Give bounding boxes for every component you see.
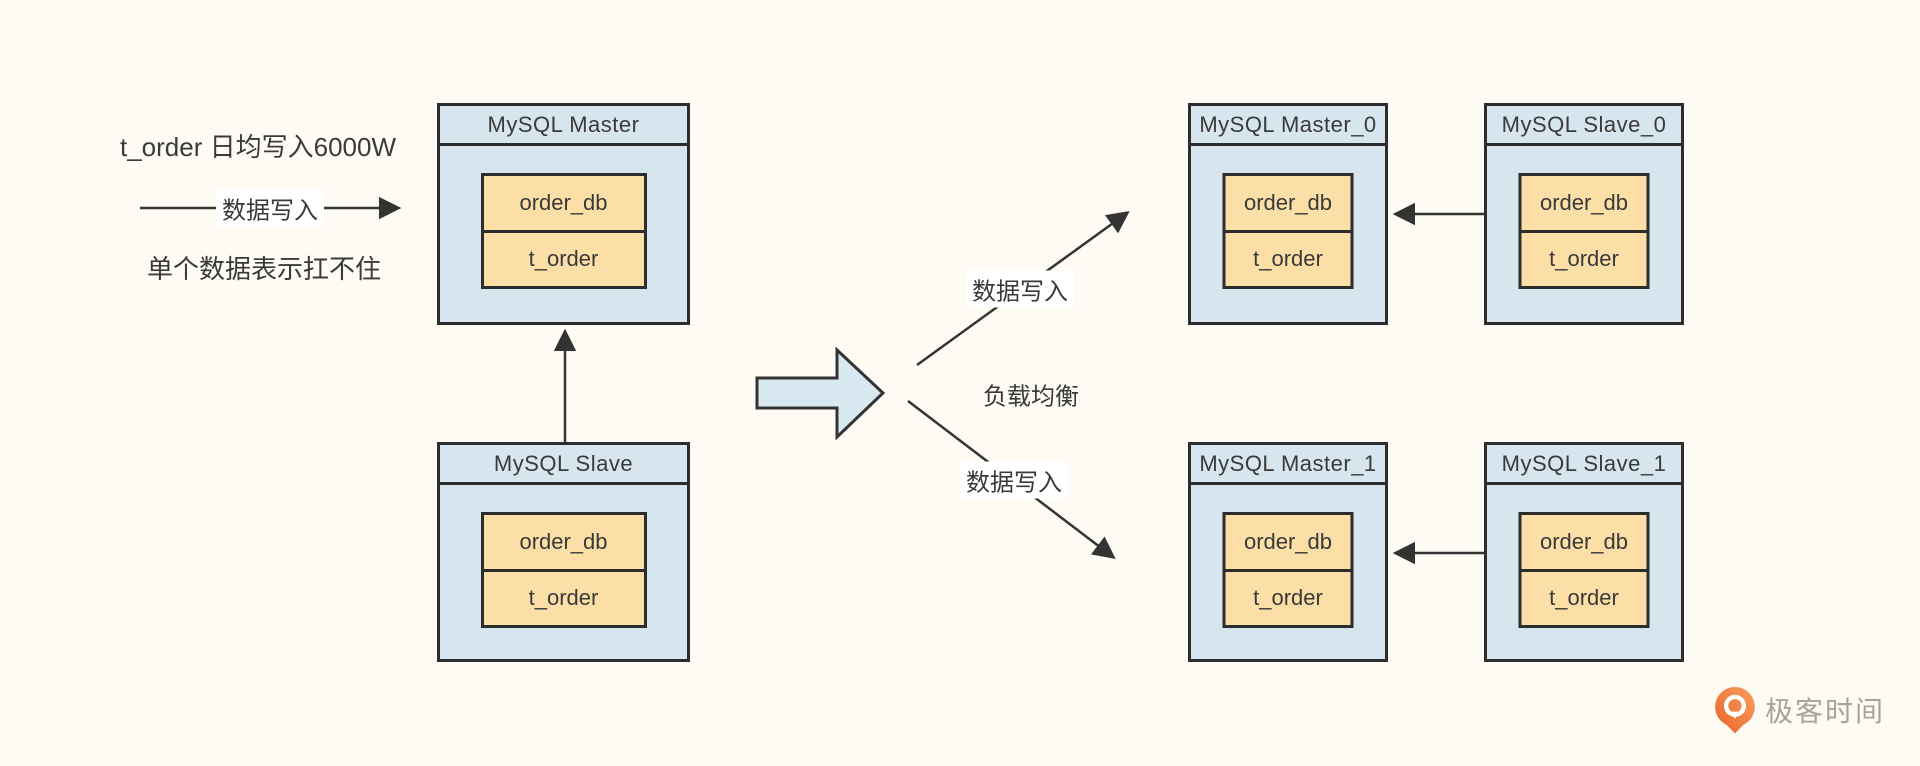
db-node-title: MySQL Slave [440, 445, 687, 485]
db-cell-t-order: t_order [1549, 585, 1619, 611]
db-cell-order-db: order_db [1521, 176, 1647, 233]
db-table: order_db t_order [480, 512, 647, 628]
geektime-logo-text: 极客时间 [1765, 696, 1886, 727]
db-node-mysql-master-1: MySQL Master_1 order_db t_order [1188, 442, 1388, 662]
db-node-body: order_db t_order [1191, 146, 1385, 322]
label-data-write-bottom: 数据写入 [960, 461, 1068, 499]
db-table: order_db t_order [1222, 173, 1354, 289]
block-arrow-right-icon [755, 346, 886, 441]
db-cell-t-order: t_order [1549, 246, 1619, 272]
label-data-write-left: 数据写入 [216, 189, 324, 227]
db-cell-order-db: order_db [1225, 515, 1351, 572]
db-cell-t-order: t_order [528, 246, 599, 272]
db-cell-order-db: order_db [483, 176, 644, 233]
db-node-title: MySQL Slave_0 [1487, 106, 1681, 146]
label-load-balance: 负载均衡 [983, 383, 1079, 411]
geektime-logo: 极客时间 [1714, 686, 1885, 734]
db-node-mysql-slave: MySQL Slave order_db t_order [437, 442, 690, 662]
note-daily-write: t_order 日均写入6000W [120, 132, 396, 162]
db-cell-order-db: order_db [483, 515, 644, 572]
db-node-body: order_db t_order [1487, 485, 1681, 659]
db-node-body: order_db t_order [440, 485, 687, 659]
db-node-title: MySQL Master_1 [1191, 445, 1385, 485]
note-single-table: 单个数据表示扛不住 [147, 254, 382, 284]
db-cell-order-db: order_db [1521, 515, 1647, 572]
db-cell-order-db: order_db [1225, 176, 1351, 233]
db-table: order_db t_order [1518, 512, 1650, 628]
geektime-logo-icon [1715, 687, 1755, 734]
db-cell-t-order: t_order [528, 585, 599, 611]
db-node-mysql-slave-1: MySQL Slave_1 order_db t_order [1484, 442, 1684, 662]
db-cell-t-order: t_order [1253, 246, 1323, 272]
db-node-title: MySQL Master [440, 106, 687, 146]
db-node-body: order_db t_order [1191, 485, 1385, 659]
db-node-body: order_db t_order [440, 146, 687, 322]
db-table: order_db t_order [1518, 173, 1650, 289]
db-node-title: MySQL Master_0 [1191, 106, 1385, 146]
db-node-body: order_db t_order [1487, 146, 1681, 322]
db-node-mysql-slave-0: MySQL Slave_0 order_db t_order [1484, 103, 1684, 325]
db-table: order_db t_order [480, 173, 647, 289]
db-node-mysql-master: MySQL Master order_db t_order [437, 103, 690, 325]
db-node-title: MySQL Slave_1 [1487, 445, 1681, 485]
db-table: order_db t_order [1222, 512, 1354, 628]
label-data-write-top: 数据写入 [966, 270, 1074, 308]
db-node-mysql-master-0: MySQL Master_0 order_db t_order [1188, 103, 1388, 325]
db-cell-t-order: t_order [1253, 585, 1323, 611]
